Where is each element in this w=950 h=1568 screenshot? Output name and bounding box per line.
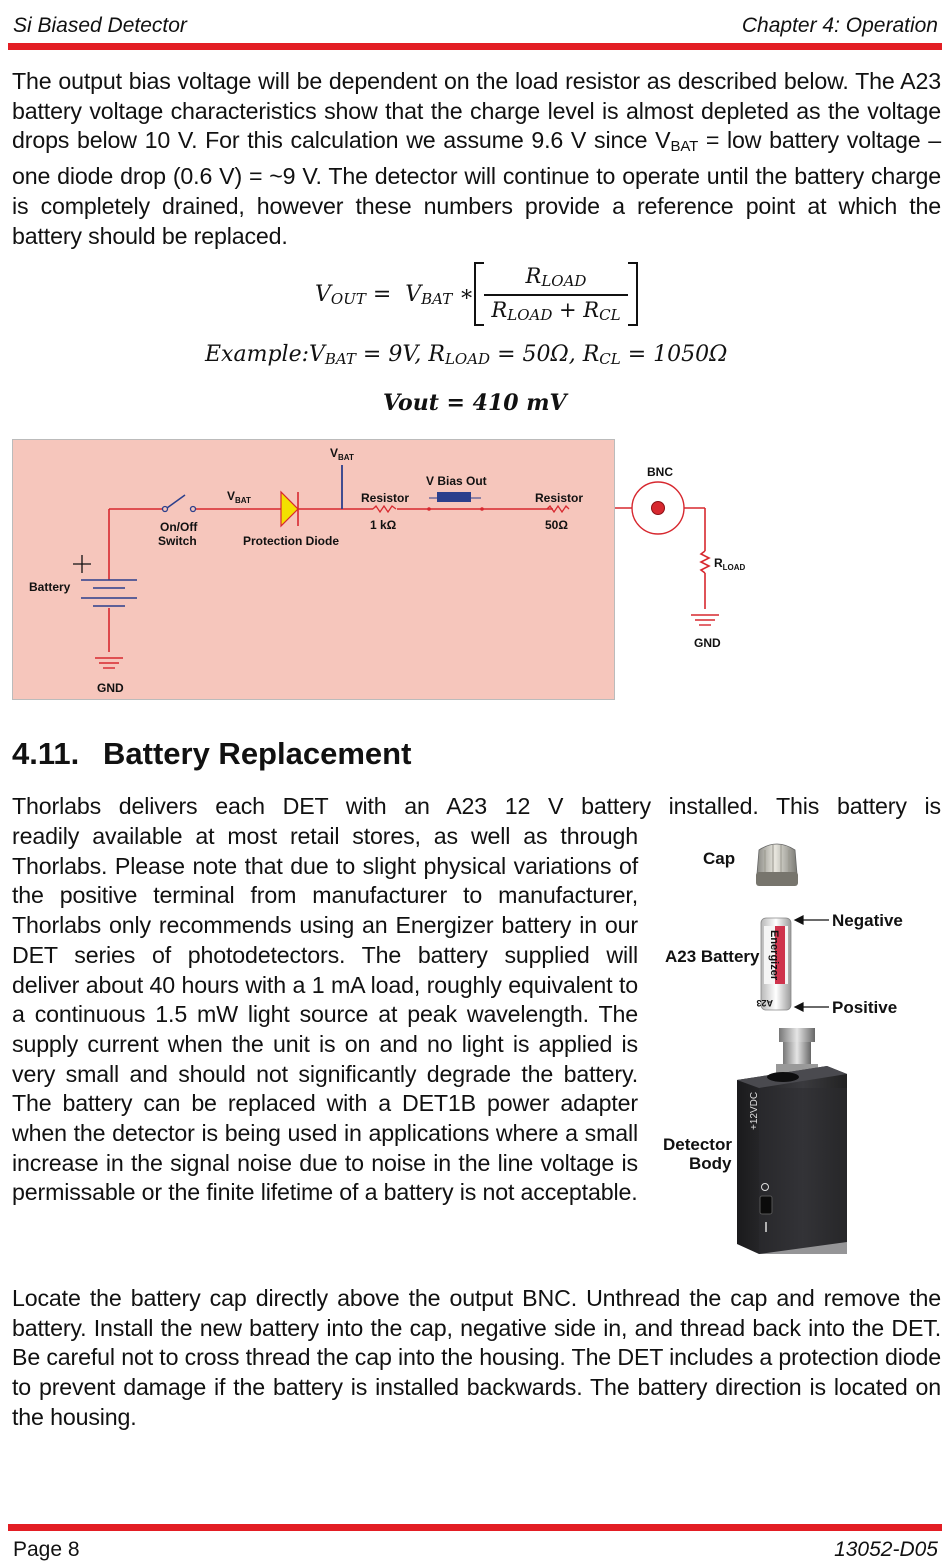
header-rule (8, 43, 942, 50)
cap-label: Cap (703, 849, 735, 868)
diode-label: Protection Diode (243, 534, 339, 548)
intro-text-2: = low battery voltage – one diode drop (… (12, 127, 941, 249)
bnc-output-icon (776, 1028, 818, 1074)
running-header-title: Si Biased Detector (13, 14, 187, 37)
vbat-label-mid: VBAT (227, 489, 251, 505)
battery-paragraph: readily available at most retail stores,… (12, 823, 638, 1206)
formula-lhs: VOUT = VBAT ∗ (315, 282, 475, 308)
a23-battery-icon: Energizer A23 (756, 917, 792, 1011)
section-heading: 4.11. Battery Replacement (12, 736, 411, 772)
detector-label-1: Detector (663, 1135, 732, 1154)
detector-body-icon: +12VDC (737, 1066, 847, 1254)
a23-label: A23 Battery (665, 947, 760, 966)
positive-label: Positive (832, 998, 897, 1017)
battery-assembly-photo: Energizer A23 +12VDC Cap A23 Battery Neg… (663, 843, 903, 1254)
switch-label-2: Switch (158, 534, 197, 548)
rload-label: RLOAD (714, 556, 746, 572)
vbat-label-top: VBAT (330, 446, 354, 462)
example-equation: Example:VBAT = 9V, RLOAD = 50Ω, RCL = 10… (205, 342, 728, 368)
intro-subscript: BAT (670, 138, 699, 156)
negative-label: Negative (832, 911, 903, 930)
footer-rule (8, 1524, 942, 1531)
resistor1-label: Resistor (361, 491, 409, 505)
formula-denominator: RLOAD + RCL (491, 298, 621, 324)
switch-label-1: On/Off (160, 520, 198, 534)
intro-paragraph: The output bias voltage will be dependen… (12, 67, 941, 251)
gnd-left-label: GND (97, 681, 124, 695)
detector-label-2: Body (689, 1154, 732, 1173)
bnc-label: BNC (647, 465, 673, 479)
document-number: 13052-D05 (834, 1538, 938, 1561)
page-number: Page 8 (13, 1538, 80, 1561)
circuit-diagram: Battery GND On/Off Switch VBAT VBAT Prot… (12, 439, 615, 700)
battery-brand-text: Energizer (768, 930, 780, 981)
formula-numerator: RLOAD (525, 264, 587, 290)
intro-text-1: The output bias voltage will be dependen… (12, 68, 941, 154)
formula-bracket: RLOAD RLOAD + RCL (474, 262, 638, 326)
battery-model-text: A23 (756, 998, 773, 1008)
battery-paragraph-first-line: Thorlabs delivers each DET with an A23 1… (12, 793, 941, 819)
fraction-bar (484, 294, 628, 296)
circuit-schematic: Battery GND On/Off Switch VBAT VBAT Prot… (29, 446, 583, 695)
resistor2-label: Resistor (535, 491, 583, 505)
locate-paragraph: Locate the battery cap directly above th… (12, 1285, 941, 1430)
gnd-right-label: GND (694, 636, 721, 650)
vout-formula: VOUT = VBAT ∗ RLOAD RLOAD + RCL (315, 262, 645, 332)
bnc-load-schematic: BNC RLOAD GND (615, 465, 746, 650)
section-title: Battery Replacement (103, 736, 412, 771)
resistor1-value: 1 kΩ (370, 518, 397, 532)
battery-cap-icon (756, 843, 798, 886)
vbias-label: V Bias Out (426, 474, 487, 488)
running-header-chapter: Chapter 4: Operation (741, 14, 938, 37)
battery-label: Battery (29, 580, 71, 594)
resistor2-value: 50Ω (545, 518, 568, 532)
housing-voltage-text: +12VDC (749, 1092, 760, 1130)
section-number: 4.11. (12, 736, 80, 771)
result-equation: Vout = 410 mV (383, 390, 567, 416)
